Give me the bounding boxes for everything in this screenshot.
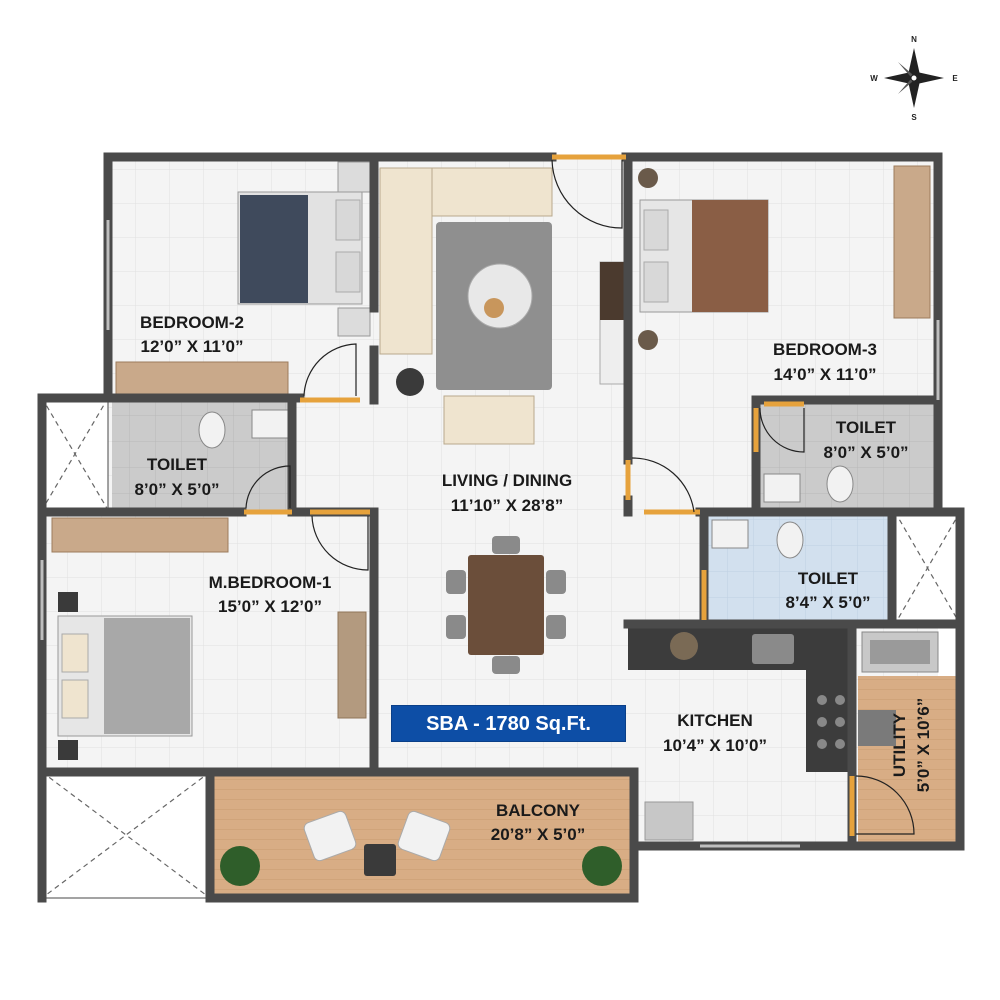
living-furniture [379,167,627,445]
bedroom3-name: BEDROOM-3 [773,340,877,359]
compass-icon [884,48,944,108]
doors [244,154,855,836]
toilet-center-name: TOILET [798,569,859,588]
bedroom3-furniture [638,165,931,350]
bedroom2-size: 12’0” X 11’0” [140,337,243,356]
compass-south: S [911,113,917,122]
utility-size: 5’0” X 10’6” [914,698,933,793]
living-size: 11’10” X 28’8” [451,496,563,515]
toilet-left-name: TOILET [147,455,208,474]
balcony-furniture [220,810,622,886]
toilet-center-size: 8’4” X 5’0” [785,593,870,612]
master-name: M.BEDROOM-1 [209,573,332,592]
toilet-left-size: 8’0” X 5’0” [134,480,219,499]
open-shafts [41,397,961,899]
utility-area [858,631,958,846]
windows [40,220,940,848]
living-name: LIVING / DINING [442,471,572,490]
bedroom2-name: BEDROOM-2 [140,313,244,332]
compass-rose: N S W E [870,35,958,122]
toilet-right-name: TOILET [836,418,897,437]
bedroom3-size: 14’0” X 11’0” [773,365,876,384]
door-swings [245,159,915,835]
compass-north: N [911,35,917,44]
master-furniture [51,517,367,760]
bedroom2-furniture [115,161,371,395]
compass-west: W [870,74,878,83]
kitchen-size: 10’4” X 10’0” [663,736,767,755]
balcony-size: 20’8” X 5’0” [491,825,586,844]
master-size: 15’0” X 12’0” [218,597,322,616]
toilet-right-size: 8’0” X 5’0” [823,443,908,462]
balcony-name: BALCONY [496,801,581,820]
sba-area-badge: SBA - 1780 Sq.Ft. [391,705,626,742]
utility-name: UTILITY [890,712,909,777]
room-labels: BEDROOM-2 12’0” X 11’0” BEDROOM-3 14’0” … [134,313,933,844]
compass-east: E [952,74,958,83]
toilet-fixtures [198,409,854,559]
kitchen-name: KITCHEN [677,711,753,730]
dining-furniture [446,536,566,674]
